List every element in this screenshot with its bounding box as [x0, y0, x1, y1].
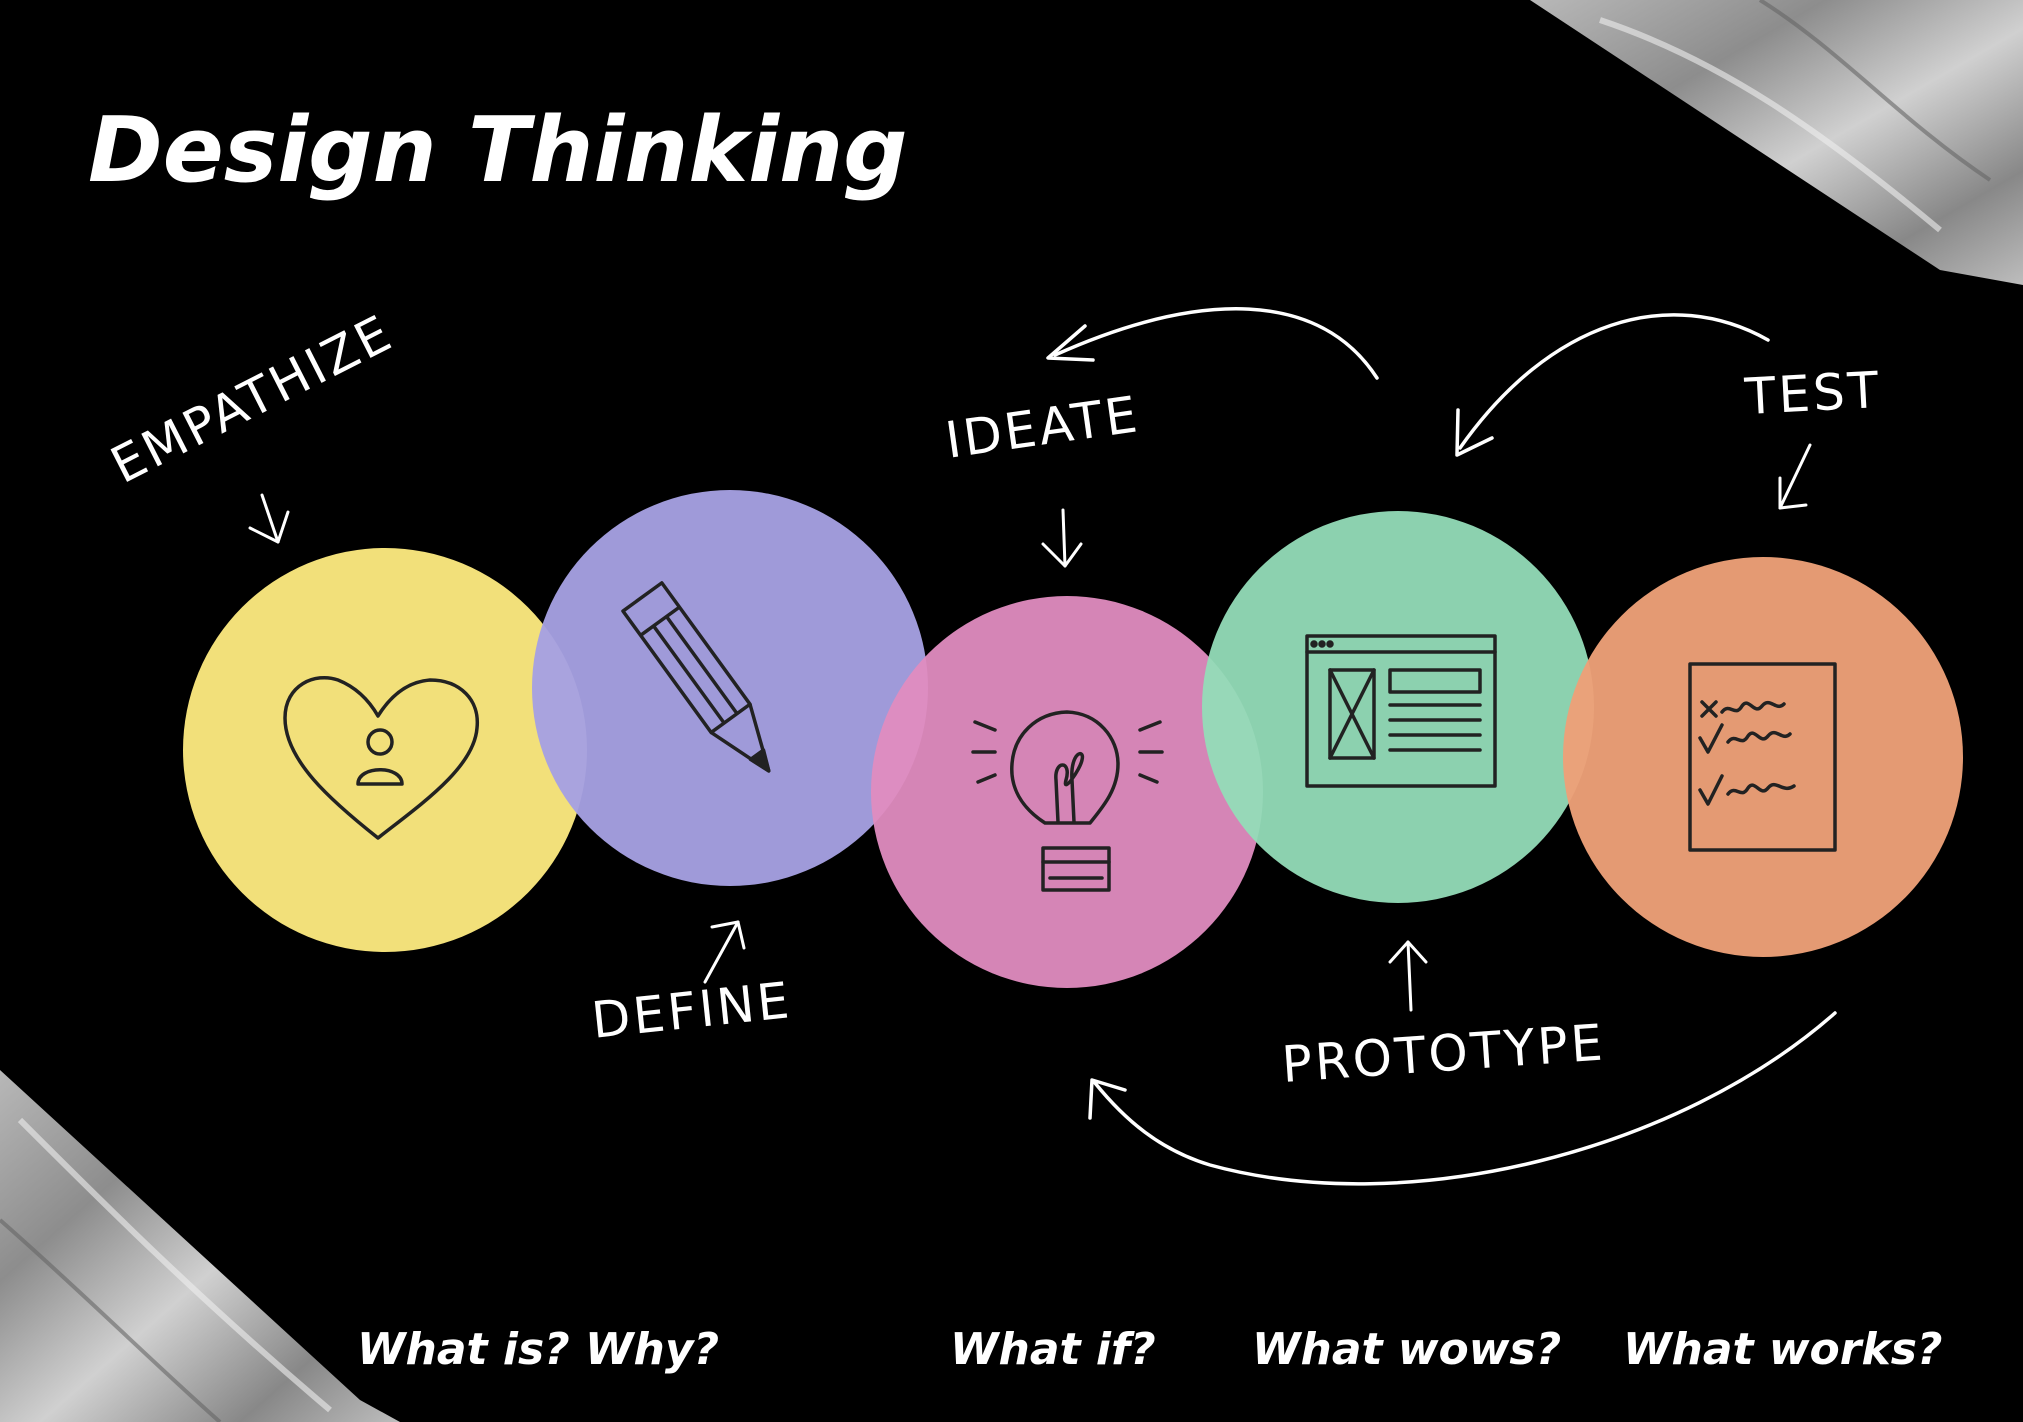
- heart-person-icon: [283, 675, 479, 840]
- tape-top-right: [1530, 0, 2023, 285]
- stage-label-test: TEST: [1743, 360, 1883, 426]
- ideate-circle: [871, 596, 1263, 988]
- loop-arrow-prototype-to-ideate: [1046, 307, 1379, 380]
- prototype-circle: [1202, 511, 1594, 903]
- define-circle: [532, 490, 928, 886]
- question-what-wows: What wows?: [1252, 1324, 1562, 1375]
- test-arrow: [1778, 443, 1812, 510]
- prototype-arrow: [1388, 940, 1428, 1012]
- pencil-icon: [621, 581, 771, 773]
- empathize-circle: [183, 548, 587, 952]
- question-what-if: What if?: [950, 1324, 1156, 1375]
- stage-arrows: [248, 443, 1812, 1012]
- stage-circles: [183, 490, 1963, 988]
- loop-arrow-test-to-ideate: [1088, 1011, 1837, 1186]
- lightbulb-icon: [971, 710, 1164, 892]
- loop-arrows: [1046, 307, 1837, 1186]
- question-what-works: What works?: [1623, 1324, 1943, 1375]
- test-circle: [1563, 557, 1963, 957]
- checklist-icon: [1688, 662, 1837, 852]
- page-title: Design Thinking: [88, 98, 908, 203]
- loop-arrow-test-to-prototype: [1455, 313, 1770, 457]
- empathize-arrow: [248, 493, 290, 544]
- define-arrow: [703, 920, 746, 984]
- question-what-is-why: What is? Why?: [357, 1324, 720, 1375]
- ideate-arrow: [1041, 508, 1083, 568]
- browser-window-icon: [1305, 634, 1497, 788]
- tape-bottom-left: [0, 1070, 400, 1422]
